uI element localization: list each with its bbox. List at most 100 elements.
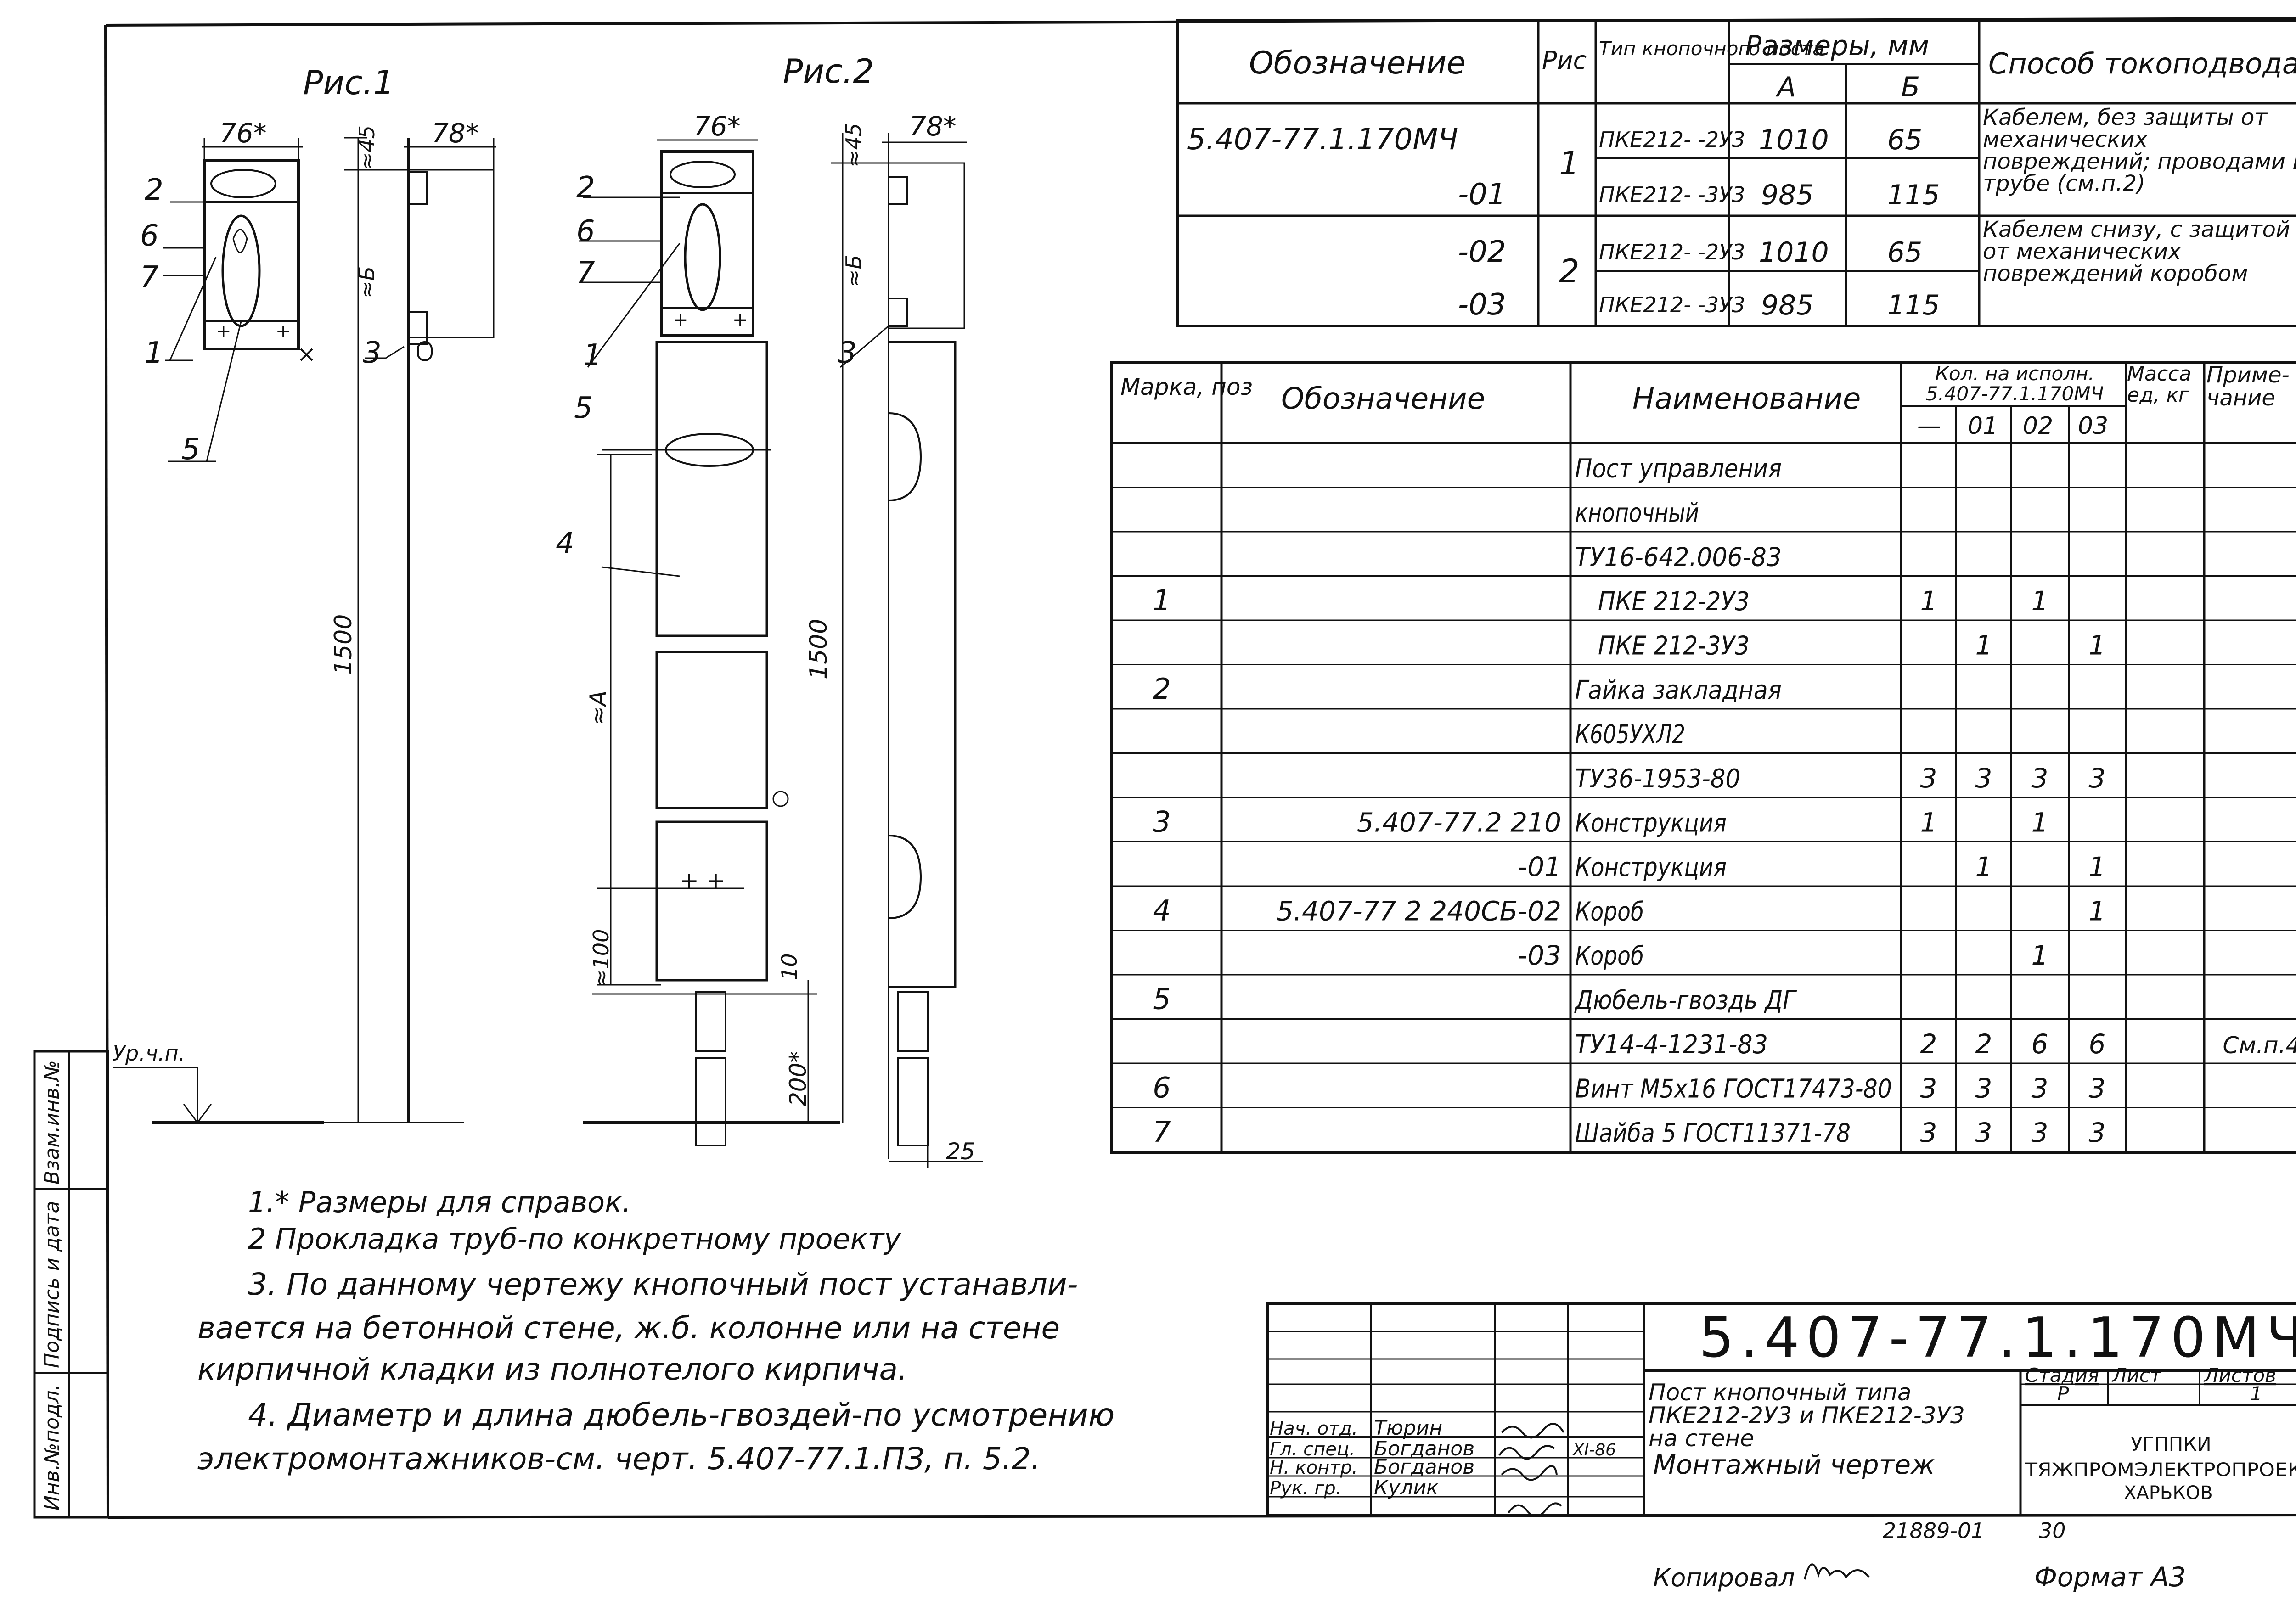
note-3c: кирпичной кладки из полнотелого кирпича. bbox=[197, 1352, 907, 1387]
spec-cell-name: Конструкция bbox=[1575, 853, 1727, 882]
top-row-2-a: 985 bbox=[1761, 179, 1814, 211]
spec-cell-q1: 3 bbox=[1975, 763, 1992, 794]
spec-cell-name: ТУ36-1953-80 bbox=[1575, 764, 1740, 794]
spec-cell-name: кнопочный bbox=[1575, 498, 1699, 528]
top-row-2-designation: -01 bbox=[1458, 178, 1506, 212]
top-row-1-b: 65 bbox=[1887, 124, 1922, 156]
signer-date: XI-86 bbox=[1572, 1441, 1616, 1460]
spec-cell-mark: 5 bbox=[1153, 982, 1171, 1016]
fig2-callout-6: 6 bbox=[576, 214, 595, 248]
figure-2: Рис.2 + + 76* + + ≈A ≈100 10 200* bbox=[579, 52, 983, 1168]
spec-h-mark: Марка, поз bbox=[1120, 374, 1253, 400]
fig2-callout-7: 7 bbox=[576, 256, 595, 290]
spec-cell-q2: 3 bbox=[2032, 1073, 2048, 1104]
top-row-4-b: 115 bbox=[1887, 289, 1940, 321]
fig1-callout-2: 2 bbox=[145, 173, 163, 207]
top-row-1-type: ПКЕ212- -2У3 bbox=[1599, 127, 1745, 152]
spec-cell-q0: 1 bbox=[1920, 807, 1937, 838]
fig1-callout-1: 1 bbox=[145, 336, 163, 370]
fig1-callout-3: 3 bbox=[363, 336, 382, 370]
spec-cell-q2: 6 bbox=[2032, 1028, 2048, 1060]
note-4b: электромонтажников-см. черт. 5.407-77.1.… bbox=[197, 1441, 1041, 1476]
side-labels: Взам.инв.№ Подпись и дата Инв.№подл. bbox=[40, 1060, 64, 1510]
svg-text:+: + bbox=[276, 321, 291, 342]
spec-cell-q1: 3 bbox=[1975, 1073, 1992, 1104]
spec-cell-mark: 2 bbox=[1153, 672, 1171, 706]
spec-cell-name: Шайба 5 ГОСТ11371-78 bbox=[1575, 1118, 1851, 1148]
spec-cell-mark: 7 bbox=[1153, 1115, 1171, 1149]
svg-text:+ +: + + bbox=[680, 867, 726, 894]
fig2-dim-width: 76* bbox=[693, 111, 741, 142]
sheet-label: Лист bbox=[2111, 1364, 2162, 1387]
spec-cell-q3: 3 bbox=[2089, 1117, 2106, 1148]
spec-h-q3: 03 bbox=[2078, 412, 2108, 440]
top-row-3-a: 1010 bbox=[1759, 236, 1829, 269]
fig1-level: Ур.ч.п. bbox=[113, 1041, 185, 1066]
top-fig-group-1: 1 bbox=[1559, 145, 1580, 182]
top-method-2: Кабелем снизу, с защитой от механических… bbox=[1983, 219, 2290, 285]
note-1: 1.* Размеры для справок. bbox=[248, 1185, 631, 1219]
spec-table bbox=[1110, 361, 2296, 1154]
side-label-inv: Инв.№подл. bbox=[40, 1384, 64, 1510]
title-block bbox=[1266, 1302, 2296, 1516]
spec-cell-q0: 3 bbox=[1920, 1073, 1937, 1104]
spec-cell-q0: 3 bbox=[1920, 763, 1937, 794]
spec-cell-designation: 5.407-77 2 240СБ-02 bbox=[1277, 896, 1561, 927]
top-row-3-type: ПКЕ212- -2У3 bbox=[1599, 240, 1745, 264]
title-desc-3: на стене bbox=[1649, 1425, 1754, 1452]
spec-cell-name: Конструкция bbox=[1575, 808, 1727, 838]
spec-h-designation: Обозначение bbox=[1281, 382, 1485, 416]
signatures bbox=[1498, 1423, 1564, 1517]
spec-headers: Марка, поз Обозначение Наименование Кол.… bbox=[1120, 364, 2290, 440]
spec-cell-designation: 5.407-77.2 210 bbox=[1357, 807, 1561, 838]
notes: 1.* Размеры для справок. 2 Прокладка тру… bbox=[197, 1185, 1114, 1476]
top-table bbox=[1176, 19, 2296, 327]
note-3: 3. По данному чертежу кнопочный пост уст… bbox=[248, 1267, 1078, 1302]
spec-h-name: Наименование bbox=[1632, 382, 1861, 416]
note-3b: вается на бетонной стене, ж.б. колонне и… bbox=[197, 1310, 1060, 1346]
fig2-callout-3: 3 bbox=[838, 336, 857, 370]
spec-cell-name: Дюбель-гвоздь ДГ bbox=[1574, 986, 1797, 1016]
spec-cell-name: Гайка закладная bbox=[1575, 675, 1782, 705]
spec-h-q2: 02 bbox=[2023, 412, 2053, 440]
footer-page: 30 bbox=[2039, 1518, 2066, 1543]
spec-cell-q3: 1 bbox=[2089, 851, 2106, 882]
stage-label: Стадия bbox=[2025, 1364, 2099, 1387]
fig2-dim-100: ≈100 bbox=[589, 929, 613, 987]
fig2-dim-25: 25 bbox=[946, 1138, 975, 1165]
spec-cell-q1: 1 bbox=[1975, 851, 1992, 882]
fig2-callout-2: 2 bbox=[576, 171, 595, 205]
title-desc-4: Монтажный чертеж bbox=[1653, 1449, 1935, 1480]
side-label-replace: Взам.инв.№ bbox=[40, 1060, 64, 1185]
spec-h-q0: — bbox=[1917, 412, 1941, 440]
top-row-1-designation: 5.407-77.1.170МЧ bbox=[1187, 123, 1458, 157]
spec-h-q1: 01 bbox=[1968, 412, 1998, 440]
top-row-4-a: 985 bbox=[1761, 289, 1814, 321]
spec-cell-q1: 3 bbox=[1975, 1117, 1992, 1148]
spec-cell-mark: 6 bbox=[1153, 1071, 1171, 1105]
note-4: 4. Диаметр и длина дюбель-гвоздей-по усм… bbox=[248, 1397, 1114, 1433]
spec-cell-name: Пост управления bbox=[1575, 454, 1782, 484]
spec-cell-q0: 3 bbox=[1920, 1117, 1937, 1148]
fig2-dim-top: ≈45 bbox=[841, 123, 866, 168]
top-method-1: Кабелем, без защиты от механических повр… bbox=[1983, 107, 2296, 195]
top-row-3-b: 65 bbox=[1887, 236, 1922, 269]
fig2-height: 1500 bbox=[805, 619, 833, 679]
drawing-code: 5.407-77.1.170МЧ bbox=[1699, 1306, 2296, 1370]
spec-cell-q3: 1 bbox=[2089, 896, 2106, 927]
spec-h-qty: Кол. на исполн. 5.407-77.1.170МЧ bbox=[1926, 364, 2104, 404]
top-row-4-designation: -03 bbox=[1458, 288, 1506, 322]
top-row-4-type: ПКЕ212- -3У3 bbox=[1599, 292, 1745, 317]
top-h-type: Тип кнопочного поста bbox=[1599, 37, 1824, 60]
fig2-dim-10: 10 bbox=[777, 953, 802, 980]
svg-text:+: + bbox=[216, 321, 231, 342]
spec-rows: Пост управлениякнопочныйТУ16-642.006-831… bbox=[1153, 454, 2296, 1149]
spec-cell-mark: 1 bbox=[1153, 584, 1171, 617]
signer-role: Гл. спец. bbox=[1270, 1439, 1355, 1460]
sheets-label: Листов bbox=[2203, 1364, 2276, 1387]
copied-label: Копировал bbox=[1653, 1563, 1795, 1592]
fig1-dim-b: ≈Б bbox=[355, 266, 379, 298]
fig1-callout-7: 7 bbox=[140, 260, 159, 294]
fig2-callouts: 2 6 7 1 5 4 3 bbox=[556, 171, 857, 561]
